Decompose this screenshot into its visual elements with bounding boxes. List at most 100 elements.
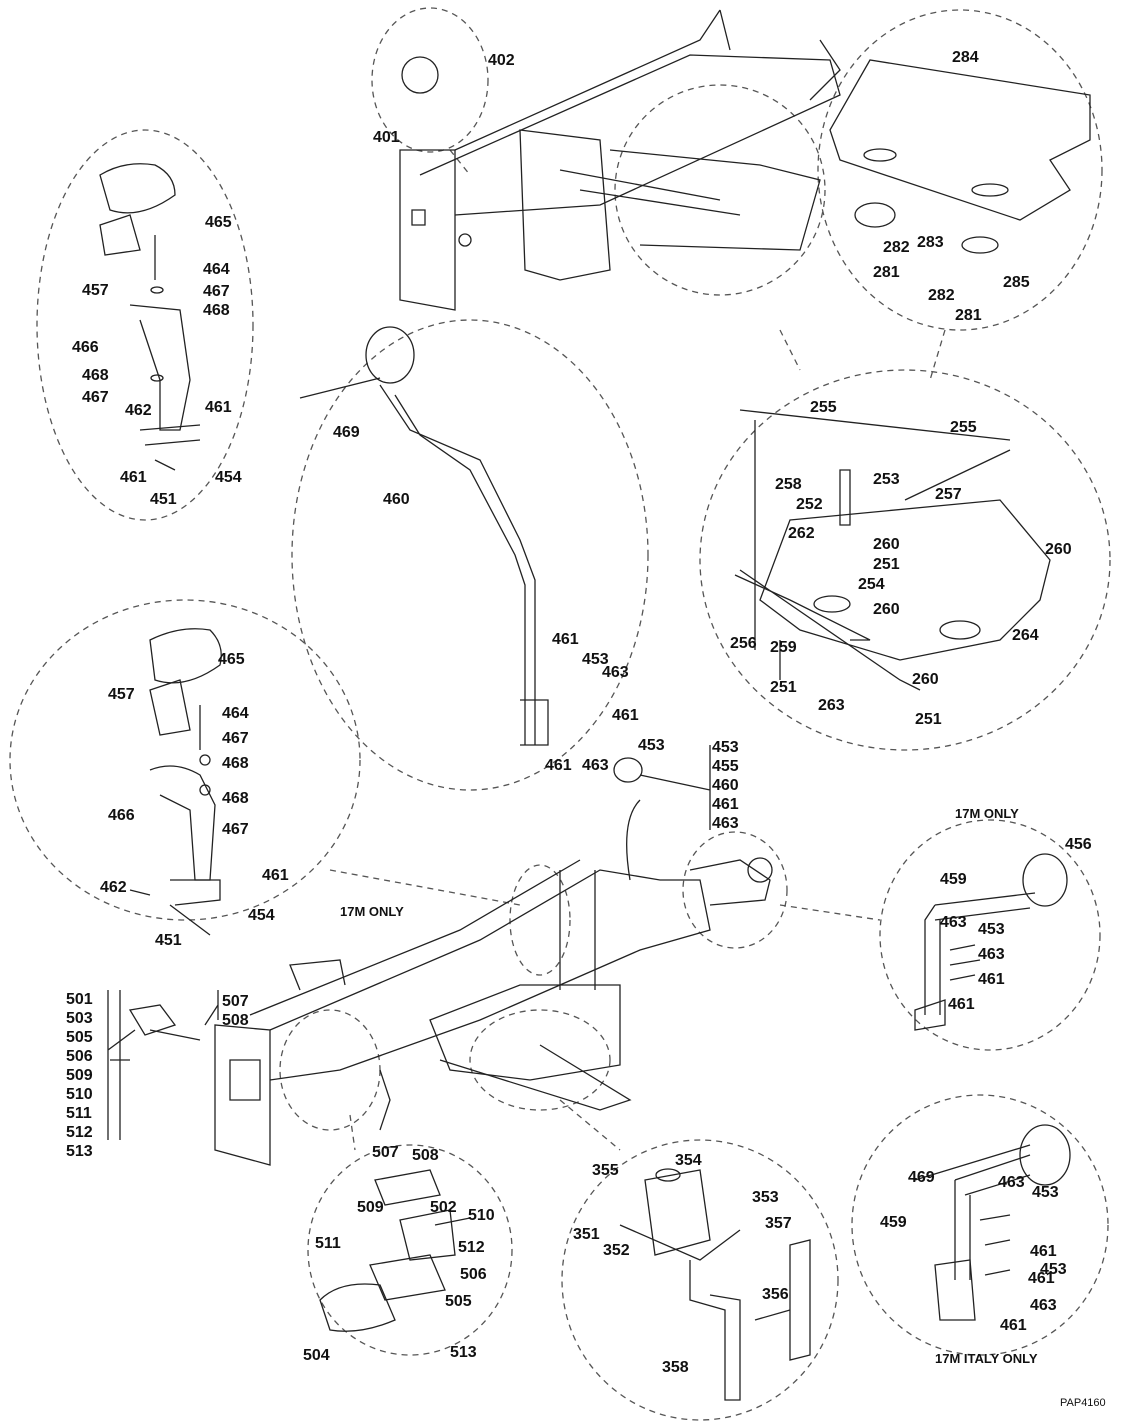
part-list-item: 513 <box>66 1143 93 1160</box>
part-number-callout: 460 <box>383 491 410 508</box>
part-number-callout: 504 <box>303 1347 330 1364</box>
part-number-callout: 283 <box>917 234 944 251</box>
note-17m-italy-only: 17M ITALY ONLY <box>935 1351 1038 1366</box>
part-number-callout: 251 <box>873 556 900 573</box>
part-number-callout: 469 <box>908 1169 935 1186</box>
part-number-callout: 453 <box>1040 1261 1067 1278</box>
part-number-callout: 453 <box>582 651 609 668</box>
callout-circle-tray <box>614 84 826 296</box>
part-number-callout: 463 <box>940 914 967 931</box>
part-number-callout: 462 <box>100 879 127 896</box>
part-number-callout: 260 <box>1045 541 1072 558</box>
part-number-callout: 254 <box>858 576 885 593</box>
part-list-tail-light: 501 503 505 506 509 510 511 512 513 <box>66 990 93 1161</box>
part-list-item: 509 <box>66 1067 93 1084</box>
part-list-item: 463 <box>712 815 739 832</box>
part-number-callout: 502 <box>430 1199 457 1216</box>
part-number-callout: 282 <box>928 287 955 304</box>
callout-circle-17m-italy <box>851 1094 1109 1356</box>
part-number-callout: 456 <box>1065 836 1092 853</box>
part-number-callout: 463 <box>998 1174 1025 1191</box>
part-number-callout: 453 <box>638 737 665 754</box>
part-list-item: 455 <box>712 758 739 775</box>
callout-circle-seat-bracket-mid <box>9 599 361 921</box>
part-number-callout: 351 <box>573 1226 600 1243</box>
part-number-callout: 468 <box>203 302 230 319</box>
part-number-callout: 461 <box>120 469 147 486</box>
part-number-callout: 463 <box>1030 1297 1057 1314</box>
part-number-callout: 251 <box>770 679 797 696</box>
part-number-callout: 461 <box>1000 1317 1027 1334</box>
part-number-callout: 260 <box>873 601 900 618</box>
part-number-callout: 467 <box>222 730 249 747</box>
drawing-code: PAP4160 <box>1060 1397 1106 1409</box>
part-number-callout: 462 <box>125 402 152 419</box>
part-number-callout: 465 <box>218 651 245 668</box>
part-number-callout: 469 <box>333 424 360 441</box>
part-number-callout: 513 <box>450 1344 477 1361</box>
part-list-item: 505 <box>66 1029 93 1046</box>
part-number-callout: 451 <box>150 491 177 508</box>
callout-circle-17m-only <box>879 819 1101 1051</box>
part-number-callout: 357 <box>765 1215 792 1232</box>
part-number-callout: 358 <box>662 1359 689 1376</box>
part-number-callout: 264 <box>1012 627 1039 644</box>
part-number-callout: 461 <box>612 707 639 724</box>
part-number-callout: 284 <box>952 49 979 66</box>
note-17m-only-right: 17M ONLY <box>955 806 1019 821</box>
callout-circle-mirror-arm-tall <box>291 319 649 791</box>
part-number-callout: 453 <box>978 921 1005 938</box>
part-number-callout: 353 <box>752 1189 779 1206</box>
part-number-callout: 461 <box>262 867 289 884</box>
part-number-callout: 466 <box>108 807 135 824</box>
part-number-callout: 512 <box>458 1239 485 1256</box>
part-number-callout: 463 <box>582 757 609 774</box>
part-number-callout: 468 <box>222 755 249 772</box>
part-list-item: 510 <box>66 1086 93 1103</box>
floor-assembly <box>734 409 1051 691</box>
part-number-callout: 255 <box>950 419 977 436</box>
part-list-lamp: 453 455 460 461 463 <box>712 738 739 833</box>
part-number-callout: 464 <box>222 705 249 722</box>
reservoir-detail <box>619 1168 811 1401</box>
part-number-callout: 402 <box>488 52 515 69</box>
part-number-callout: 263 <box>818 697 845 714</box>
part-number-callout: 465 <box>205 214 232 231</box>
part-number-callout: 468 <box>82 367 109 384</box>
floor-panel <box>829 59 1091 254</box>
callout-circle-floor-panel <box>817 9 1103 331</box>
callout-circle-tail-light <box>307 1144 513 1356</box>
part-number-callout: 354 <box>675 1152 702 1169</box>
callout-circle-reservoir <box>561 1139 839 1421</box>
part-number-callout: 505 <box>445 1293 472 1310</box>
part-number-callout: 259 <box>770 639 797 656</box>
part-number-callout: 510 <box>468 1207 495 1224</box>
part-number-callout: 253 <box>873 471 900 488</box>
callout-circle-top-left-frame <box>371 7 489 153</box>
callout-circle-lamp-main <box>509 864 571 976</box>
part-number-callout: 355 <box>592 1162 619 1179</box>
part-number-callout: 457 <box>108 686 135 703</box>
part-number-callout: 511 <box>315 1235 341 1252</box>
callout-circle-seat-bracket-top <box>36 129 254 521</box>
part-list-item: 461 <box>712 796 739 813</box>
part-number-callout: 461 <box>1030 1243 1057 1260</box>
part-number-callout: 506 <box>460 1266 487 1283</box>
part-list-item: 511 <box>66 1105 92 1122</box>
part-list-item: 508 <box>222 1012 249 1029</box>
part-number-callout: 453 <box>1032 1184 1059 1201</box>
part-number-callout: 507 <box>372 1144 399 1161</box>
note-17m-only-left: 17M ONLY <box>340 904 404 919</box>
part-number-callout: 258 <box>775 476 802 493</box>
part-number-callout: 461 <box>205 399 232 416</box>
part-number-callout: 461 <box>545 757 572 774</box>
mirror-17m-detail <box>914 853 1068 1031</box>
part-number-callout: 454 <box>248 907 275 924</box>
part-number-callout: 281 <box>873 264 900 281</box>
part-number-callout: 461 <box>1028 1270 1055 1287</box>
part-list-item: 453 <box>712 739 739 756</box>
part-number-callout: 468 <box>222 790 249 807</box>
callout-circle-tray-bottom <box>469 1009 611 1111</box>
